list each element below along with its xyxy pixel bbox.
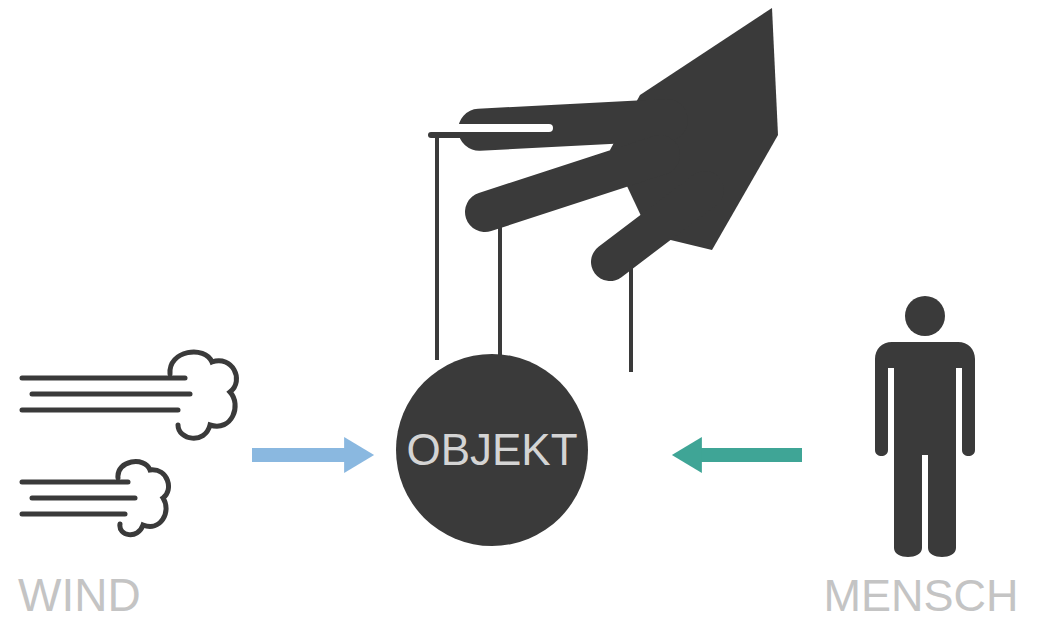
wind-node: WIND (10, 340, 250, 622)
person-node: MENSCH (810, 290, 1032, 622)
person-icon (875, 296, 975, 557)
wind-icon (22, 352, 237, 535)
force-arrow (672, 437, 802, 473)
object-circle: OBJEKT (396, 354, 588, 546)
puppeteer-hand (428, 8, 778, 262)
node-label: OBJEKT (406, 428, 577, 472)
puppet-strings (437, 136, 631, 372)
node-label: WIND (18, 572, 141, 618)
node-label: MENSCH (823, 573, 1018, 618)
force-arrow (252, 437, 374, 473)
